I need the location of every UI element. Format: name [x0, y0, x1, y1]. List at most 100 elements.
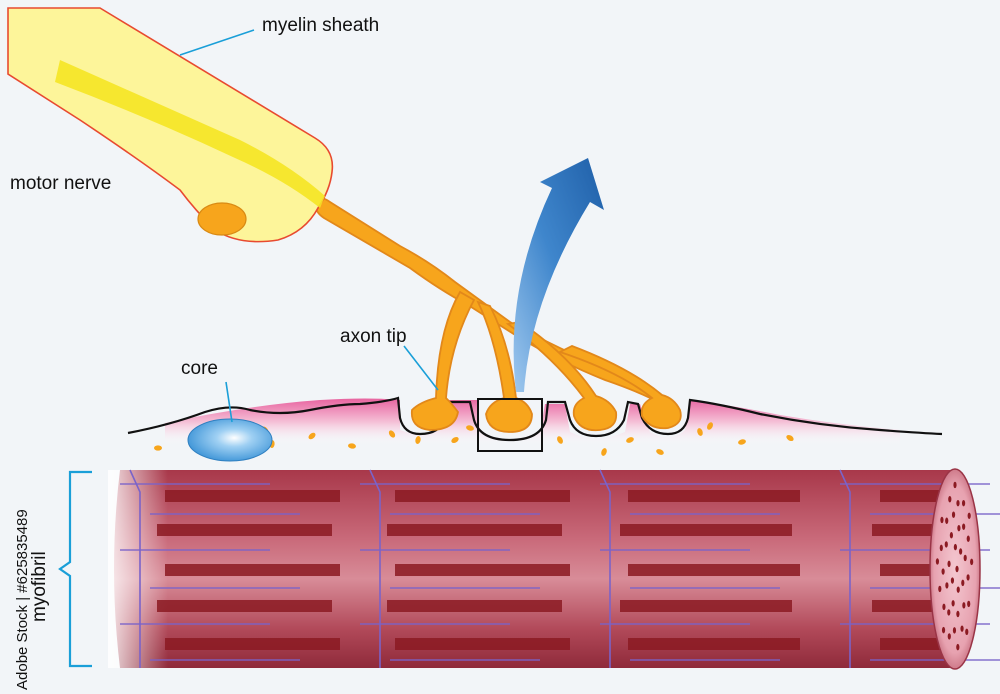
- vesicle: [388, 430, 396, 438]
- motor-nerve: [7, 7, 334, 243]
- z-line: [369, 469, 381, 668]
- labels: myelin sheath motor nerve axon tip core …: [10, 15, 439, 690]
- myofibril-dot: [962, 602, 966, 609]
- muscle-nucleus: [187, 418, 273, 462]
- sarcomere-band: [872, 524, 932, 536]
- myofibril-dot: [953, 481, 957, 489]
- sarcolemma-outline: [127, 396, 943, 442]
- muscle-fiber-left-fade: [108, 470, 168, 668]
- motor-end-plate: [127, 396, 943, 462]
- myofibril-dot: [965, 628, 969, 636]
- signal-direction-arrow: [513, 158, 604, 392]
- myofibril-dot: [953, 543, 957, 551]
- vesicle: [786, 434, 794, 442]
- vesicle: [451, 436, 459, 444]
- myofibril-dot: [963, 554, 967, 562]
- z-line: [839, 469, 851, 668]
- sarcomere-band: [628, 490, 800, 502]
- myofibril-dot: [941, 626, 946, 634]
- myofibril-dot: [966, 535, 970, 542]
- myofibril-dot: [938, 585, 942, 593]
- myofibril-dot: [967, 512, 971, 519]
- axon-branch-4: [557, 345, 682, 430]
- vesicle: [626, 437, 634, 443]
- sarcomere-band: [872, 600, 932, 612]
- vesicle: [738, 439, 746, 445]
- myofibril-dot: [956, 643, 960, 651]
- sarcomere-band: [387, 524, 562, 536]
- schwann-cell-nucleus: [197, 202, 247, 236]
- end-plate-pink-region: [165, 398, 900, 445]
- myofibril-dot: [940, 516, 944, 524]
- sarcomere-band: [620, 524, 792, 536]
- myofibril-dot: [961, 579, 965, 587]
- myofibril-dot: [947, 633, 951, 640]
- label-core: core: [181, 358, 218, 379]
- sarcomere-band: [157, 600, 332, 612]
- muscle-fiber: [108, 468, 1000, 670]
- myofibril-dot: [956, 499, 960, 507]
- synaptic-vesicles: [154, 422, 794, 456]
- sarcomere-band: [387, 600, 562, 612]
- axon-terminal: [315, 197, 682, 433]
- myofibril-dot: [962, 523, 966, 530]
- myofibril-dot: [956, 610, 960, 618]
- myofibril-dot: [941, 568, 945, 575]
- label-motor-nerve: motor nerve: [10, 173, 111, 194]
- synapse-highlight-box: [477, 398, 543, 452]
- sarcomere-band: [880, 564, 940, 576]
- axon-tip-leader: [403, 345, 439, 391]
- vesicle: [348, 443, 356, 449]
- vesicle: [656, 449, 664, 455]
- sarcomere-band: [165, 490, 340, 502]
- core-leader: [225, 381, 233, 423]
- label-axon-tip: axon tip: [340, 326, 407, 347]
- myofibril-dot: [956, 586, 960, 593]
- myofibril-dot: [951, 511, 956, 518]
- axon-branch-3: [505, 321, 618, 432]
- sarcomere-band: [165, 564, 340, 576]
- myofibril-dot: [945, 582, 949, 589]
- sarcomere-band: [157, 524, 332, 536]
- myofibril-bracket: [58, 470, 92, 668]
- myofibril-dot: [967, 600, 971, 608]
- muscle-fiber-end-cap: [929, 468, 981, 670]
- vesicle: [308, 432, 316, 440]
- axon-core-stripe: [55, 60, 325, 208]
- myofibril-dot: [935, 558, 940, 565]
- myofibril-dot: [947, 609, 951, 616]
- vesicle: [154, 445, 162, 451]
- myofibril-dot: [957, 524, 961, 532]
- myofibril-dot: [952, 627, 957, 634]
- end-cap-myofibrils: [935, 481, 974, 651]
- myofibril-dot: [966, 574, 970, 581]
- myofibril-dot: [951, 600, 955, 607]
- sarcomere-band: [628, 638, 800, 650]
- z-lines: [120, 469, 1000, 668]
- z-line: [599, 469, 611, 668]
- myofibril-dot: [948, 495, 952, 503]
- stock-watermark: Adobe Stock | #625835489: [14, 509, 31, 690]
- myofibril-dot: [949, 532, 954, 539]
- z-line: [129, 469, 141, 668]
- myofibril-dot: [970, 558, 974, 566]
- myofibril-dot: [961, 499, 966, 507]
- myofibril-dot: [960, 625, 964, 632]
- vesicle: [601, 448, 607, 456]
- vesicle: [557, 436, 563, 444]
- myofibril-dot: [959, 548, 963, 555]
- sarcomere-band: [395, 490, 570, 502]
- myofibril-dot: [942, 603, 946, 611]
- vesicle: [466, 425, 474, 431]
- sarcomere-band: [395, 638, 570, 650]
- sarcomere-band: [880, 638, 940, 650]
- myofibril-dot: [945, 517, 949, 524]
- sarcomere-band: [165, 638, 340, 650]
- myofibril-dot: [944, 541, 948, 548]
- sarcomere-band: [628, 564, 800, 576]
- myofibril-dot: [939, 544, 943, 552]
- sarcomere-bands: [157, 490, 940, 650]
- myofibril-dot: [955, 565, 959, 573]
- vesicle: [707, 422, 713, 430]
